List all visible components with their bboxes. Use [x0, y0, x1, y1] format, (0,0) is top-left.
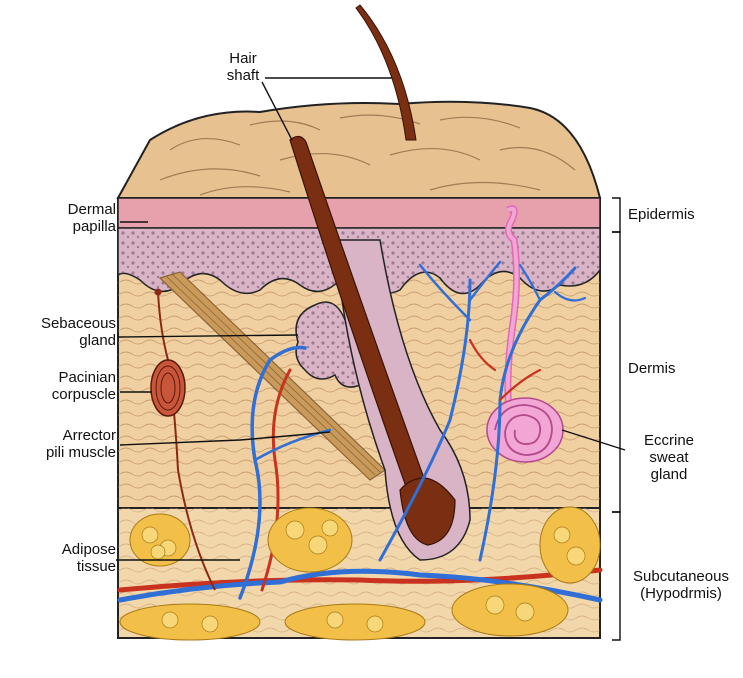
layer-brackets — [612, 198, 620, 640]
label-pacinian-corpuscle: Pacinian corpuscle — [6, 369, 116, 403]
label-dermis: Dermis — [628, 360, 676, 377]
skin-surface — [118, 102, 600, 198]
epidermis-layer — [118, 198, 600, 228]
label-eccrine-sweat-gland: Eccrine sweat gland — [626, 432, 712, 483]
label-dermal-papilla: Dermal papilla — [6, 201, 116, 235]
label-adipose-tissue: Adipose tissue — [6, 541, 116, 575]
label-hair-shaft: Hair shaft — [198, 50, 288, 84]
label-arrector-pili-muscle: Arrector pili muscle — [6, 427, 116, 461]
label-subcutaneous: Subcutaneous (Hypodrmis) — [622, 568, 740, 602]
label-epidermis: Epidermis — [628, 206, 695, 223]
label-sebaceous-gland: Sebaceous gland — [6, 315, 116, 349]
